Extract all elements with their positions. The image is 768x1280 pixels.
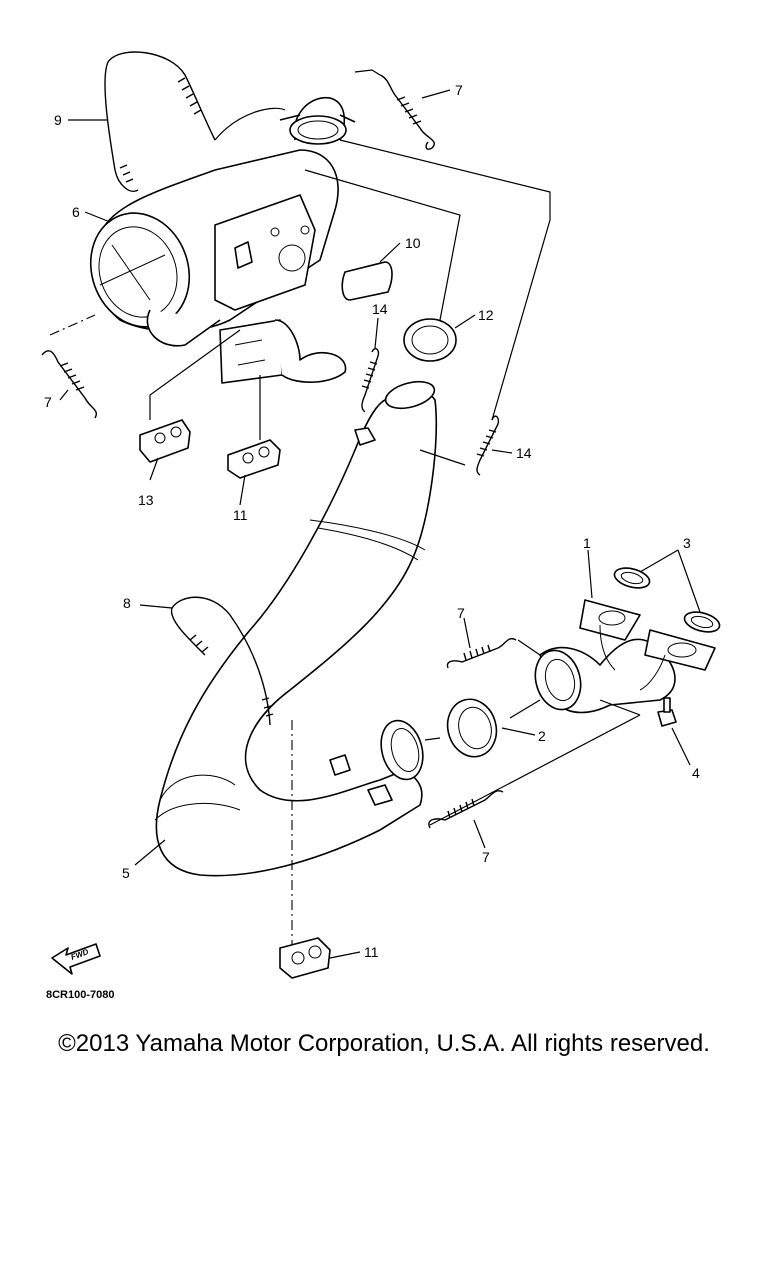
- callout-1: 1: [583, 535, 591, 551]
- callout-5: 5: [122, 865, 130, 881]
- bracket-11-lower: [279, 937, 331, 979]
- callout-7-left: 7: [44, 394, 52, 410]
- spring-7-bottom: [428, 790, 504, 829]
- callout-labels: 1 2 3 4 5 6 7 7 7 7 8 9 10 11 11 12 13 1…: [44, 82, 700, 1000]
- callout-14-right: 14: [516, 445, 532, 461]
- muffler: [89, 97, 356, 384]
- spring-7-middle: [446, 638, 517, 669]
- callout-10: 10: [405, 235, 421, 251]
- callout-7-bottom: 7: [482, 849, 490, 865]
- rubber-damper: [341, 261, 393, 301]
- bracket-13: [139, 419, 191, 463]
- exhaust-gasket: [446, 698, 498, 758]
- callout-11-lower: 11: [364, 944, 379, 960]
- exhaust-parts-diagram: FWD 1 2 3 4 5 6 7 7 7 7 8 9 10 11 11 12 …: [41, 51, 721, 1000]
- spring-7-top: [379, 74, 435, 150]
- callout-13: 13: [138, 492, 154, 508]
- pipe-spring-8: [170, 596, 271, 726]
- callout-6: 6: [72, 204, 80, 220]
- callout-12: 12: [478, 307, 494, 323]
- pipe-spring-8-coil: [189, 634, 274, 717]
- callout-8: 8: [123, 595, 131, 611]
- spring-7-left: [41, 350, 97, 419]
- manifold-gaskets: [613, 567, 721, 633]
- muffler-spring-9-coil: [119, 77, 202, 183]
- bracket-11-upper: [227, 439, 281, 479]
- copyright-notice: ©2013 Yamaha Motor Corporation, U.S.A. A…: [58, 1030, 710, 1057]
- callout-14-upper: 14: [372, 301, 388, 317]
- callout-11-upper: 11: [233, 507, 248, 523]
- muffler-spring-9: [104, 51, 216, 192]
- fwd-arrow-icon: FWD: [51, 943, 101, 975]
- bolt: [657, 697, 677, 727]
- leader-lines: [49, 69, 701, 959]
- callout-7-top: 7: [455, 82, 463, 98]
- spring-14-left: [361, 347, 380, 413]
- exhaust-manifold: [534, 599, 716, 714]
- callout-9: 9: [54, 112, 62, 128]
- muffler-gasket: [403, 318, 457, 362]
- spring-14-right: [476, 415, 500, 476]
- drawing-code: 8CR100-7080: [46, 989, 115, 1000]
- callout-4: 4: [692, 765, 700, 781]
- exhaust-pipe: [154, 380, 438, 877]
- callout-3: 3: [683, 535, 691, 551]
- callout-2: 2: [538, 728, 546, 744]
- callout-7-middle: 7: [457, 605, 465, 621]
